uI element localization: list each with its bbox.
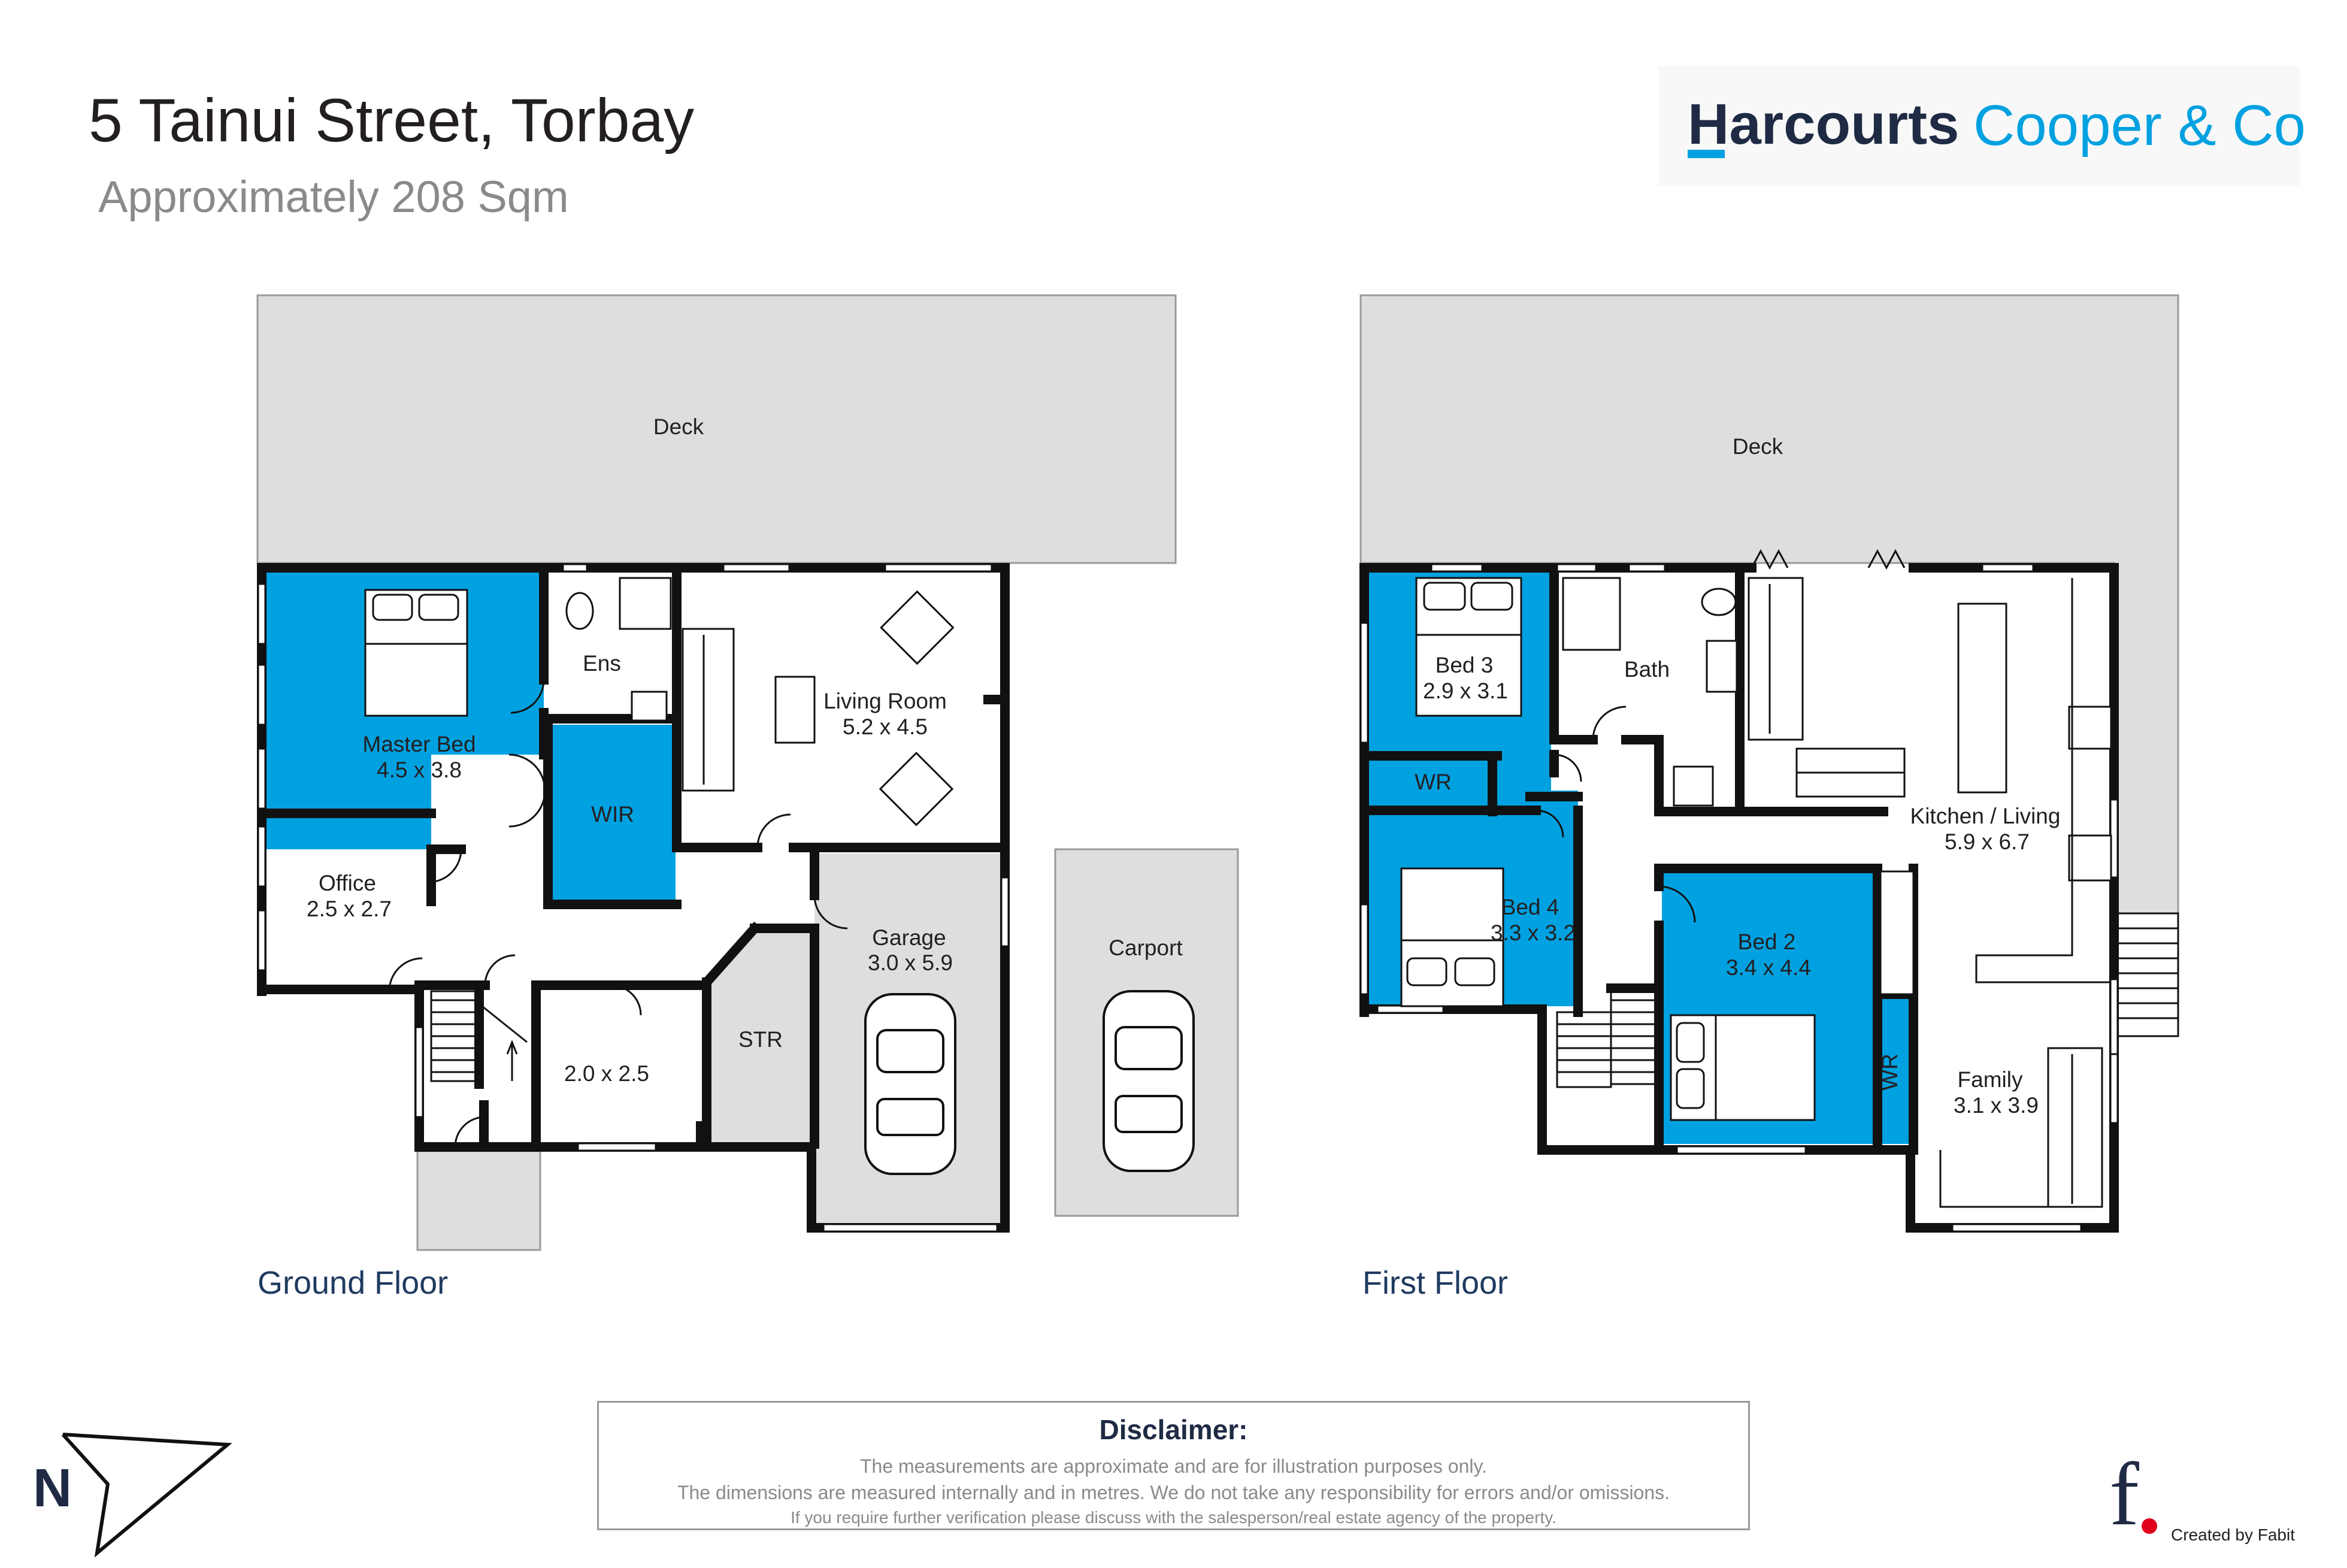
north-letter: N: [33, 1458, 72, 1518]
wr1-fill: [1368, 758, 1491, 809]
brand-name-primary: Harcourts: [1688, 92, 1960, 156]
wir-fill: [550, 725, 676, 903]
carport-car-icon: [1103, 990, 1195, 1172]
first-deck-label: Deck: [1733, 434, 1783, 459]
kitchen-living-label: Kitchen / Living: [1910, 804, 2061, 828]
ground-deck-area: [256, 294, 1177, 564]
disclaimer-title: Disclaimer:: [1099, 1414, 1248, 1445]
wr-left-label: WR: [1415, 770, 1452, 794]
str-label: STR: [738, 1027, 783, 1052]
north-arrow-icon: [61, 1433, 232, 1558]
entry-landing: [416, 1150, 541, 1251]
carport-label: Carport: [1109, 936, 1183, 960]
bed3-label: Bed 3: [1436, 653, 1494, 677]
fabit-credit-text: Created by Fabit: [2171, 1525, 2295, 1544]
ground-deck-label: Deck: [653, 414, 704, 439]
disclaimer-line: The measurements are approximate and are…: [859, 1455, 1488, 1477]
brand-underline: [1688, 150, 1725, 158]
ground-floor-plan: Deck Master Bed 4.5 x 3.8 Ens WIR Living…: [256, 294, 1239, 1251]
first-floor-label: First Floor: [1362, 1265, 1508, 1301]
bed2-dim: 3.4 x 4.4: [1726, 955, 1811, 980]
brand-name-secondary: Cooper & Co: [1973, 93, 2306, 158]
garage-car-icon: [864, 993, 956, 1175]
living-room-label: Living Room: [823, 689, 947, 713]
wir-label: WIR: [591, 802, 634, 827]
garage-label: Garage: [872, 925, 946, 950]
property-address: 5 Tainui Street, Torbay: [89, 86, 695, 155]
wr2-fill: [1880, 997, 1913, 1144]
disclaimer-line: The dimensions are measured internally a…: [677, 1482, 1670, 1503]
bed4-label: Bed 4: [1501, 895, 1559, 919]
disclaimer-line: If you require further verification plea…: [791, 1508, 1556, 1527]
brand-logo: [1659, 66, 2300, 186]
living-room-dim: 5.2 x 4.5: [843, 715, 928, 739]
wr-right-label: WR: [1877, 1054, 1902, 1091]
bath-label: Bath: [1624, 657, 1670, 682]
master-bed-label: Master Bed: [362, 732, 476, 756]
office-label: Office: [319, 871, 376, 895]
ground-floor-label: Ground Floor: [258, 1265, 449, 1301]
master-bed-dim: 4.5 x 3.8: [377, 758, 462, 782]
fabit-dot: [2142, 1518, 2157, 1534]
kitchen-living-dim: 5.9 x 6.7: [1945, 830, 2030, 854]
property-area: Approximately 208 Sqm: [98, 172, 569, 222]
disclaimer-box: Disclaimer: The measurements are approxi…: [597, 1401, 1750, 1530]
office-dim: 2.5 x 2.7: [307, 897, 392, 921]
bed3-dim: 2.9 x 3.1: [1423, 679, 1508, 703]
family-label: Family: [1958, 1067, 2023, 1092]
garage-dim: 3.0 x 5.9: [868, 951, 953, 975]
small-room-dim: 2.0 x 2.5: [564, 1061, 649, 1086]
family-dim: 3.1 x 3.9: [1954, 1093, 2039, 1118]
ens-label: Ens: [583, 651, 621, 676]
bed2-label: Bed 2: [1738, 930, 1796, 954]
first-floor-plan: Deck Bed 3 2.9 x 3.1 Bath WR Bed 4 3.3 x…: [1359, 294, 2179, 1233]
bed4-dim: 3.3 x 3.2: [1491, 921, 1576, 945]
fabit-logo-icon: f: [2109, 1445, 2139, 1544]
